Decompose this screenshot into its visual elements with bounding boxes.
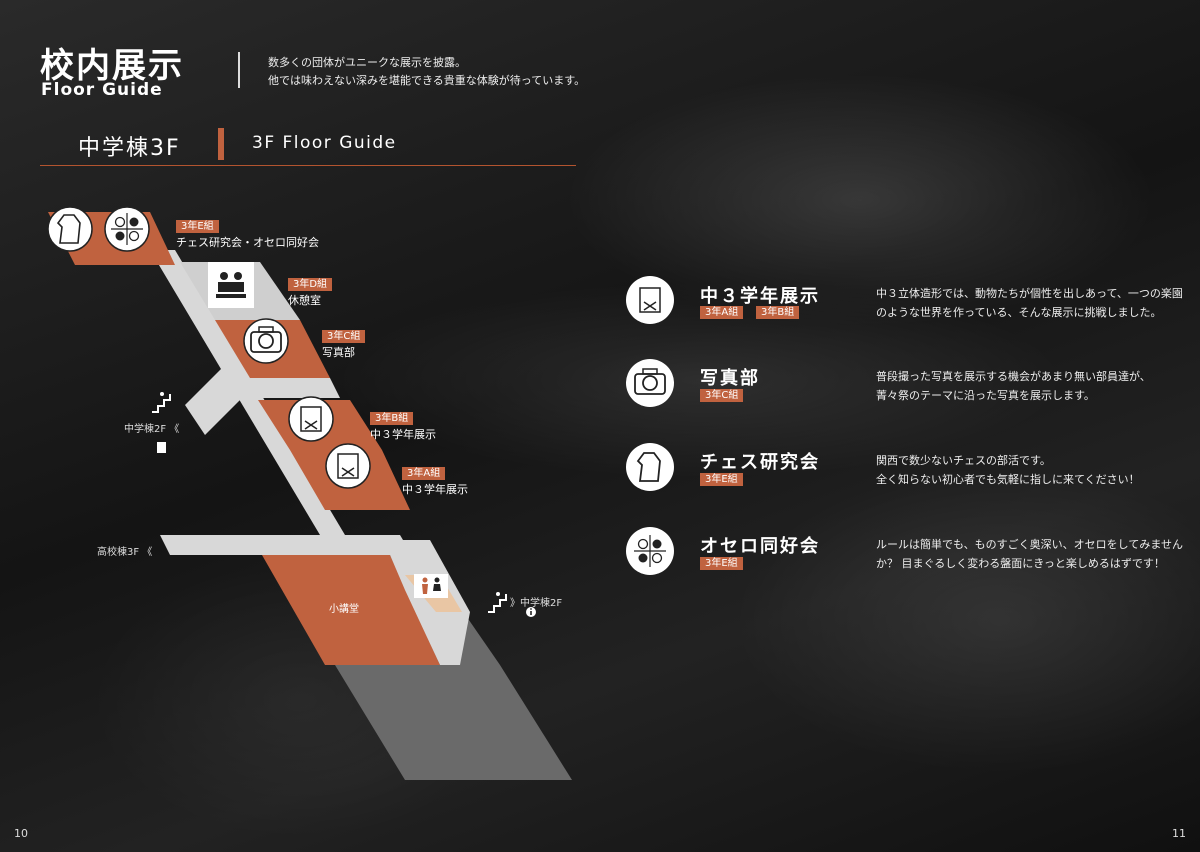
info-icon [526, 607, 536, 617]
exhibit-icon [626, 276, 674, 324]
link-high-school-3f[interactable]: 高校棟3F 《 [97, 547, 153, 558]
section-subtitle: 3F Floor Guide [252, 133, 397, 153]
restroom-icon [414, 574, 448, 598]
room-tag-3c: 3年C組 [322, 330, 366, 343]
page-number-left: 10 [14, 827, 28, 840]
legend-title: オセロ同好会 [700, 536, 820, 557]
corridor-branch-left [185, 365, 245, 435]
room-name-3b: 中３学年展示 [370, 428, 436, 441]
exhibit-icon [288, 396, 334, 442]
exhibit-icon [325, 443, 371, 489]
room-tag-3b: 3年B組 [370, 412, 414, 425]
legend-title: チェス研究会 [700, 452, 820, 473]
legend-desc-line: 普段撮った写真を展示する機会があまり無い部員達が、 [876, 370, 1151, 383]
rest-area-icon [208, 262, 254, 308]
legend-tag: 3年E組 [700, 473, 743, 486]
legend-tag: 3年C組 [700, 389, 744, 402]
room-name-3a: 中３学年展示 [402, 483, 468, 496]
legend-tag: 3年E組 [700, 557, 743, 570]
corridor-high-school [160, 535, 412, 555]
link-junior-2f-right-label: 中学棟2F [520, 598, 563, 609]
page-number-right: 11 [1172, 827, 1186, 840]
section-underline [40, 165, 576, 166]
horse-knight-icon [47, 206, 93, 252]
legend-tag: 3年B組 [756, 306, 800, 319]
legend-desc: 中３立体造形では、動物たちが個性を出しあって、一つの楽園 のような世界を作ってい… [876, 284, 1183, 322]
elevator-icon [157, 442, 166, 453]
corridor-gap [230, 378, 340, 398]
room-tag-3d: 3年D組 [288, 278, 333, 291]
section-accent-bar [218, 128, 224, 160]
intro-line-2: 他では味わえない深みを堪能できる貴重な体験が待っています。 [268, 74, 586, 87]
legend-desc-line: か？ 目まぐるしく変わる盤面にきっと楽しめるはずです！ [876, 557, 1165, 570]
floor-area-lower [335, 665, 572, 780]
link-junior-2f-left-label: 中学棟2F [124, 424, 167, 435]
othello-icon [626, 527, 674, 575]
legend-desc-line: 菁々祭のテーマに沿った写真を展示します。 [876, 389, 1095, 402]
legend-title: 写真部 [700, 368, 760, 389]
room-name-3d: 休憩室 [288, 294, 321, 307]
room-tag-3e: 3年E組 [176, 220, 219, 233]
horse-knight-icon [626, 443, 674, 491]
camera-icon [626, 359, 674, 407]
floor-map [47, 206, 572, 780]
legend-desc-line: ルールは簡単でも、ものすごく奥深い、オセロをしてみません [876, 538, 1184, 551]
room-tag-3a: 3年A組 [402, 467, 446, 480]
room-name-3c: 写真部 [322, 346, 355, 359]
stairs-icon [152, 392, 171, 413]
legend-tag: 3年A組 [700, 306, 744, 319]
camera-icon [243, 318, 289, 364]
section-title: 中学棟3F [78, 136, 181, 161]
legend-desc-line: のような世界を作っている、そんな展示に挑戦しました。 [876, 306, 1162, 319]
room-name-3e: チェス研究会・オセロ同好会 [176, 236, 319, 249]
legend-desc-line: 関西で数少ないチェスの部活です。 [876, 454, 1051, 467]
page-subtitle: Floor Guide [41, 80, 163, 100]
title-divider [238, 52, 240, 88]
legend-desc-line: 中３立体造形では、動物たちが個性を出しあって、一つの楽園 [876, 287, 1183, 300]
link-junior-2f-left[interactable]: 中学棟2F 《 [124, 424, 180, 435]
page-title: 校内展示 [40, 46, 184, 86]
legend-desc-line: 全く知らない初心者でも気軽に指しに来てください！ [876, 473, 1140, 486]
stairs-icon [488, 592, 507, 613]
legend-desc: 関西で数少ないチェスの部活です。 全く知らない初心者でも気軽に指しに来てください… [876, 451, 1140, 489]
legend-desc: 普段撮った写真を展示する機会があまり無い部員達が、 菁々祭のテーマに沿った写真を… [876, 367, 1151, 405]
room-tag-small-auditorium: 小講堂 [324, 603, 364, 616]
link-high-school-3f-label: 高校棟3F [97, 547, 140, 558]
intro-text: 数多くの団体がユニークな展示を披露。 他では味わえない深みを堪能できる貴重な体験… [268, 54, 585, 90]
intro-line-1: 数多くの団体がユニークな展示を披露。 [268, 56, 466, 69]
link-junior-2f-right[interactable]: 》中学棟2F [510, 598, 563, 609]
legend-desc: ルールは簡単でも、ものすごく奥深い、オセロをしてみません か？ 目まぐるしく変わ… [876, 535, 1183, 573]
legend-title: 中３学年展示 [700, 286, 820, 307]
othello-icon [104, 206, 150, 252]
